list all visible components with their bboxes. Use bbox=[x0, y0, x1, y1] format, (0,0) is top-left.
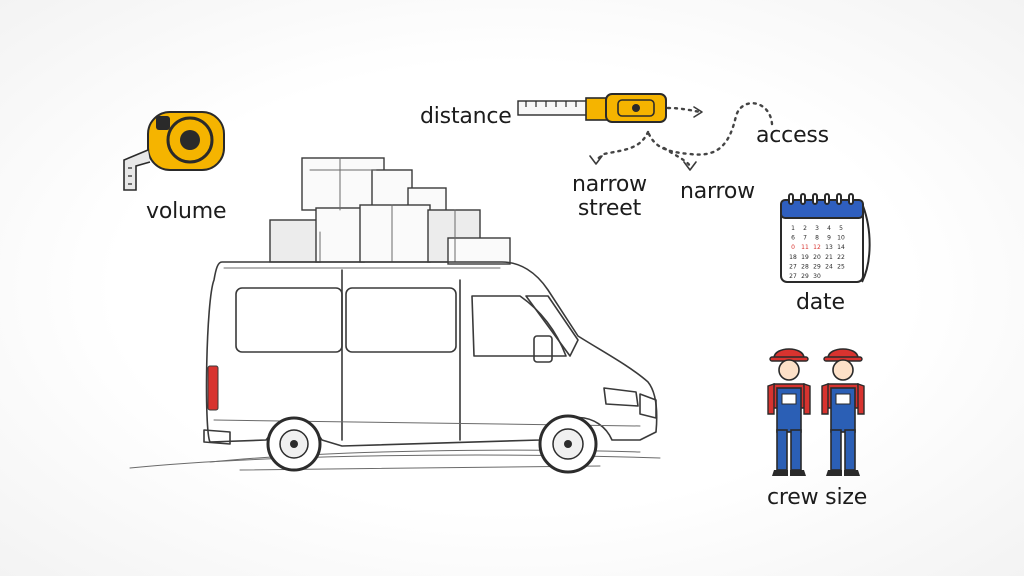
calendar-day: 20 bbox=[813, 254, 821, 261]
box bbox=[447, 237, 511, 265]
calendar-day: 21 bbox=[825, 254, 833, 261]
cardboard-boxes bbox=[269, 157, 511, 265]
calendar-day: 2 bbox=[803, 225, 807, 232]
calendar-day: 30 bbox=[813, 273, 821, 280]
calendar-day: 10 bbox=[837, 235, 845, 242]
label-narrow: narrow bbox=[680, 179, 755, 204]
calendar-day: 1 bbox=[791, 225, 795, 232]
box bbox=[359, 204, 431, 263]
calendar-day: 27 bbox=[789, 263, 797, 270]
route-path bbox=[589, 102, 774, 171]
calendar-day: 19 bbox=[801, 254, 809, 261]
calendar-day: 7 bbox=[803, 235, 807, 242]
calendar-day: 13 bbox=[825, 244, 833, 251]
calendar-day: 12 bbox=[813, 244, 821, 251]
calendar-day: 14 bbox=[837, 244, 845, 251]
calendar-day: 0 bbox=[791, 244, 795, 251]
label-access: access bbox=[756, 123, 829, 148]
worker-icon bbox=[821, 348, 865, 476]
side-mirror bbox=[533, 335, 553, 363]
label-distance: distance bbox=[420, 104, 512, 129]
calendar-day: 5 bbox=[839, 225, 843, 232]
box bbox=[315, 207, 365, 263]
rear-wheel bbox=[266, 416, 322, 472]
worker-icon bbox=[767, 348, 811, 476]
calendar-day: 18 bbox=[789, 254, 797, 261]
calendar-day: 27 bbox=[789, 273, 797, 280]
box bbox=[301, 157, 385, 211]
calendar-day: 29 bbox=[801, 273, 809, 280]
calendar-day: 3 bbox=[815, 225, 819, 232]
calendar-day: 8 bbox=[815, 235, 819, 242]
moving-van bbox=[203, 261, 658, 474]
calendar-day: 6 bbox=[791, 235, 795, 242]
label-crew-size: crew size bbox=[767, 485, 868, 510]
label-narrow-street: narrow street bbox=[572, 172, 647, 221]
calendar-day: 9 bbox=[827, 235, 831, 242]
tape-measure-icon bbox=[123, 111, 225, 191]
front-wheel bbox=[538, 414, 598, 474]
tail-light bbox=[207, 365, 219, 411]
label-date: date bbox=[796, 290, 845, 315]
label-volume: volume bbox=[146, 199, 227, 224]
calendar-day: 28 bbox=[801, 263, 809, 270]
calendar-day: 22 bbox=[837, 254, 845, 261]
calendar-day: 11 bbox=[801, 244, 809, 251]
box bbox=[371, 169, 413, 211]
calendar-day: 29 bbox=[813, 263, 821, 270]
calendar-day: 4 bbox=[827, 225, 831, 232]
box bbox=[269, 219, 321, 263]
calendar-day: 24 bbox=[825, 263, 833, 270]
tape-ruler-icon bbox=[517, 93, 667, 123]
calendar-day: 25 bbox=[837, 263, 845, 270]
